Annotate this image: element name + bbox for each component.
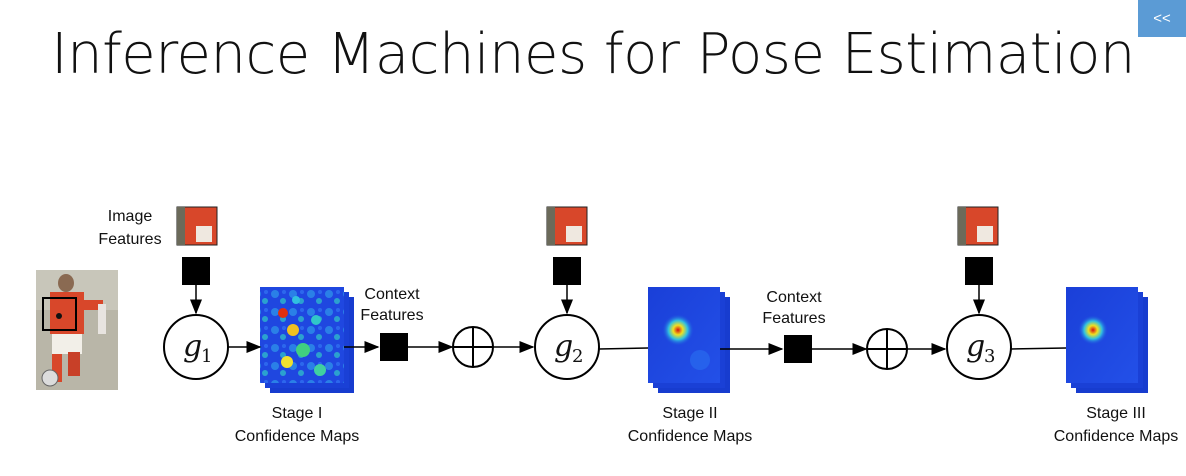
svg-text:g: g	[966, 329, 985, 364]
context-features-1-line1: Context	[364, 286, 420, 303]
stage3-label-line1: Stage III	[1086, 405, 1146, 422]
stage3-confidence-maps	[1066, 287, 1148, 393]
stage3-label-line2: Confidence Maps	[1054, 428, 1179, 445]
stage2-confidence-maps	[648, 287, 730, 393]
sum-node-2	[866, 328, 908, 370]
input-photo	[36, 270, 118, 390]
stage1-confidence-maps	[260, 287, 354, 393]
svg-text:3: 3	[984, 346, 995, 367]
page-title: Inference Machines for Pose Estimation	[51, 22, 1135, 87]
context-feature-block-2	[784, 335, 812, 363]
g2-node: g 2	[534, 314, 600, 380]
arrow-g3-maps3	[1010, 347, 1067, 350]
image-features-label-line1: Image	[108, 208, 153, 225]
stage2-label-line1: Stage II	[662, 405, 717, 422]
context-features-1-line2: Features	[360, 307, 423, 324]
context-features-2-line2: Features	[762, 310, 825, 327]
image-feature-thumb-2	[546, 206, 588, 246]
image-features-label-line2: Features	[98, 231, 161, 248]
stage2-label-line2: Confidence Maps	[628, 428, 753, 445]
g3-node: g 3	[946, 314, 1012, 380]
image-feature-thumb-3	[957, 206, 999, 246]
svg-text:2: 2	[572, 346, 583, 367]
stage1-label-line2: Confidence Maps	[235, 428, 360, 445]
collapse-nav-button[interactable]: <<	[1138, 0, 1186, 37]
image-feature-block-2	[553, 257, 581, 285]
image-feature-thumb-1	[176, 206, 218, 246]
g1-node: g 1	[163, 314, 229, 380]
stage1-label-line1: Stage I	[272, 405, 323, 422]
svg-text:1: 1	[201, 346, 212, 367]
arrow-g2-maps2	[598, 347, 649, 350]
svg-text:g: g	[554, 329, 573, 364]
context-feature-block-1	[380, 333, 408, 361]
image-feature-block-3	[965, 257, 993, 285]
svg-text:g: g	[183, 329, 202, 364]
context-features-2-line1: Context	[766, 289, 822, 306]
image-feature-block-1	[182, 257, 210, 285]
sum-node-1	[452, 326, 494, 368]
